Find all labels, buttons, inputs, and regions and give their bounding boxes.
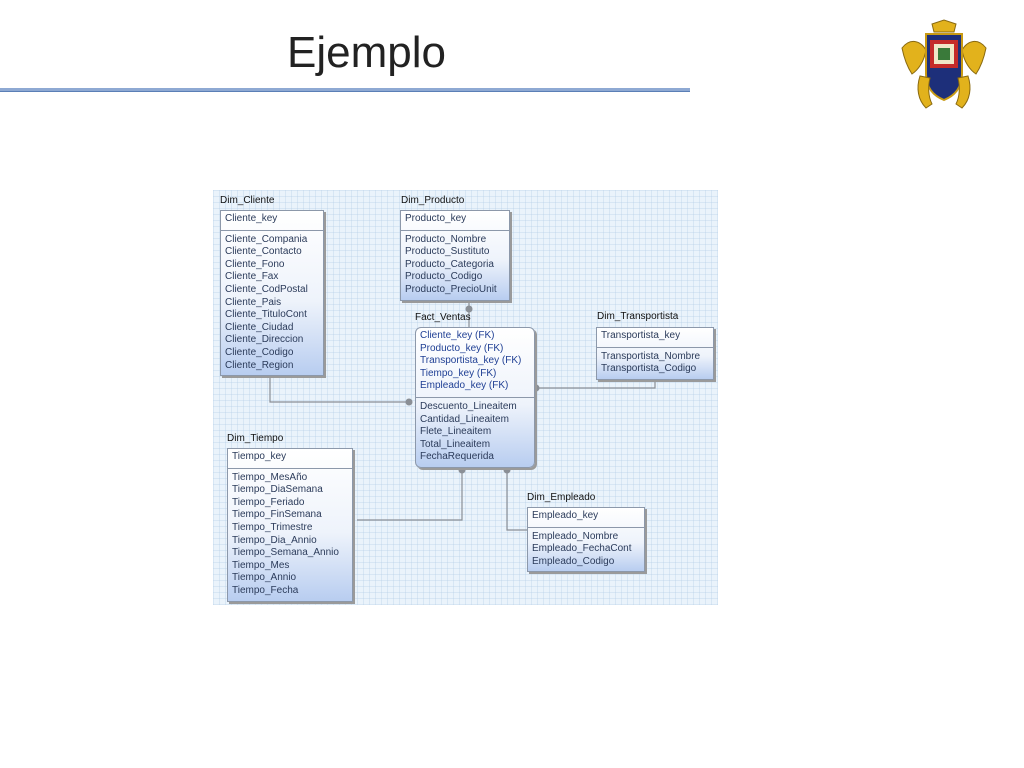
attribute-field: Producto_Sustituto bbox=[405, 246, 490, 258]
key-section: Empleado_key bbox=[528, 508, 644, 528]
key-field: Producto_key bbox=[405, 213, 467, 224]
attribute-field: Tiempo_Dia_Annio bbox=[232, 534, 317, 546]
entity-title-dim-producto: Dim_Producto bbox=[401, 195, 465, 206]
foreign-key-field: Transportista_key (FK) bbox=[420, 355, 522, 367]
attribute-section: Descuento_Lineaitem Cantidad_Lineaitem F… bbox=[416, 398, 534, 467]
attribute-section: Producto_Nombre Producto_Sustituto Produ… bbox=[401, 231, 509, 300]
attribute-field: Producto_PrecioUnit bbox=[405, 283, 497, 295]
attribute-field: Cliente_Region bbox=[225, 359, 294, 371]
attribute-field: Transportista_Nombre bbox=[601, 350, 701, 362]
attribute-field: Empleado_FechaCont bbox=[532, 543, 632, 555]
attribute-field: Tiempo_DiaSemana bbox=[232, 484, 323, 496]
attribute-field: Producto_Nombre bbox=[405, 233, 487, 245]
link-cliente-fact bbox=[269, 376, 409, 403]
key-section: Tiempo_key bbox=[228, 449, 352, 469]
attribute-field: Cliente_Pais bbox=[225, 296, 282, 308]
university-crest-icon bbox=[901, 19, 987, 109]
entity-title-dim-empleado: Dim_Empleado bbox=[527, 492, 596, 503]
link-tiempo-fact bbox=[357, 470, 463, 521]
link-end-cliente bbox=[405, 398, 413, 406]
entity-dim-transportista[interactable]: Transportista_key Transportista_Nombre T… bbox=[596, 327, 714, 380]
attribute-field: Cliente_Ciudad bbox=[225, 321, 294, 333]
attribute-section: Empleado_Nombre Empleado_FechaCont Emple… bbox=[528, 528, 644, 572]
key-section: Producto_key bbox=[401, 211, 509, 231]
attribute-field: Cliente_Contacto bbox=[225, 246, 302, 258]
attribute-field: Tiempo_Mes bbox=[232, 559, 290, 571]
entity-dim-cliente[interactable]: Cliente_key Cliente_Compania Cliente_Con… bbox=[220, 210, 324, 377]
attribute-field: Cliente_CodPostal bbox=[225, 283, 308, 295]
attribute-field: Cliente_Fono bbox=[225, 258, 285, 270]
entity-title-fact-ventas: Fact_Ventas bbox=[415, 312, 471, 323]
key-section: Cliente_key (FK) Producto_key (FK) Trans… bbox=[416, 328, 534, 398]
key-field: Tiempo_key bbox=[232, 451, 287, 462]
foreign-key-field: Producto_key (FK) bbox=[420, 342, 504, 354]
foreign-key-field: Tiempo_key (FK) bbox=[420, 367, 497, 379]
attribute-section: Transportista_Nombre Transportista_Codig… bbox=[597, 348, 713, 379]
attribute-field: Cliente_Direccion bbox=[225, 334, 304, 346]
attribute-section: Cliente_Compania Cliente_Contacto Client… bbox=[221, 231, 323, 376]
attribute-field: Tiempo_FinSemana bbox=[232, 509, 322, 521]
entity-dim-empleado[interactable]: Empleado_key Empleado_Nombre Empleado_Fe… bbox=[527, 507, 645, 573]
attribute-field: Tiempo_Semana_Annio bbox=[232, 547, 339, 559]
attribute-field: FechaRequerida bbox=[420, 451, 494, 463]
relationship-lines bbox=[269, 300, 656, 531]
attribute-field: Total_Lineaitem bbox=[420, 438, 491, 450]
attribute-field: Tiempo_MesAño bbox=[232, 471, 308, 483]
attribute-field: Tiempo_Fecha bbox=[232, 584, 299, 596]
attribute-field: Descuento_Lineaitem bbox=[420, 400, 517, 412]
attribute-field: Transportista_Codigo bbox=[601, 363, 697, 375]
attribute-field: Producto_Categoria bbox=[405, 258, 494, 270]
attribute-field: Flete_Lineaitem bbox=[420, 426, 492, 438]
attribute-field: Cliente_Fax bbox=[225, 271, 279, 283]
foreign-key-field: Empleado_key (FK) bbox=[420, 380, 509, 392]
title-underline bbox=[0, 88, 690, 92]
link-empleado-fact bbox=[506, 470, 527, 531]
key-field: Transportista_key bbox=[601, 330, 681, 341]
attribute-field: Cliente_Codigo bbox=[225, 346, 294, 358]
entity-dim-tiempo[interactable]: Tiempo_key Tiempo_MesAño Tiempo_DiaSeman… bbox=[227, 448, 353, 602]
entity-dim-producto[interactable]: Producto_key Producto_Nombre Producto_Su… bbox=[400, 210, 510, 301]
key-field: Cliente_key bbox=[225, 213, 278, 224]
link-transportista-fact bbox=[536, 379, 656, 389]
er-diagram-canvas: Dim_Cliente Cliente_key Cliente_Compania… bbox=[213, 190, 718, 605]
entity-fact-ventas[interactable]: Cliente_key (FK) Producto_key (FK) Trans… bbox=[415, 327, 535, 468]
slide-title: Ejemplo bbox=[287, 28, 446, 77]
entity-title-dim-transportista: Dim_Transportista bbox=[597, 311, 679, 322]
attribute-field: Cliente_TituloCont bbox=[225, 309, 307, 321]
attribute-section: Tiempo_MesAño Tiempo_DiaSemana Tiempo_Fe… bbox=[228, 469, 352, 601]
attribute-field: Cliente_Compania bbox=[225, 233, 308, 245]
foreign-key-field: Cliente_key (FK) bbox=[420, 330, 495, 341]
attribute-field: Tiempo_Feriado bbox=[232, 496, 305, 508]
attribute-field: Empleado_Codigo bbox=[532, 555, 615, 567]
attribute-field: Producto_Codigo bbox=[405, 271, 483, 283]
attribute-field: Tiempo_Annio bbox=[232, 572, 297, 584]
attribute-field: Empleado_Nombre bbox=[532, 530, 619, 542]
key-section: Cliente_key bbox=[221, 211, 323, 231]
entity-title-dim-cliente: Dim_Cliente bbox=[220, 195, 275, 206]
attribute-field: Cantidad_Lineaitem bbox=[420, 413, 509, 425]
link-end-empleado bbox=[503, 466, 511, 474]
entity-title-dim-tiempo: Dim_Tiempo bbox=[227, 433, 284, 444]
key-field: Empleado_key bbox=[532, 510, 599, 521]
link-end-producto bbox=[465, 305, 473, 313]
key-section: Transportista_key bbox=[597, 328, 713, 348]
link-end-tiempo bbox=[458, 466, 466, 474]
attribute-field: Tiempo_Trimestre bbox=[232, 521, 313, 533]
